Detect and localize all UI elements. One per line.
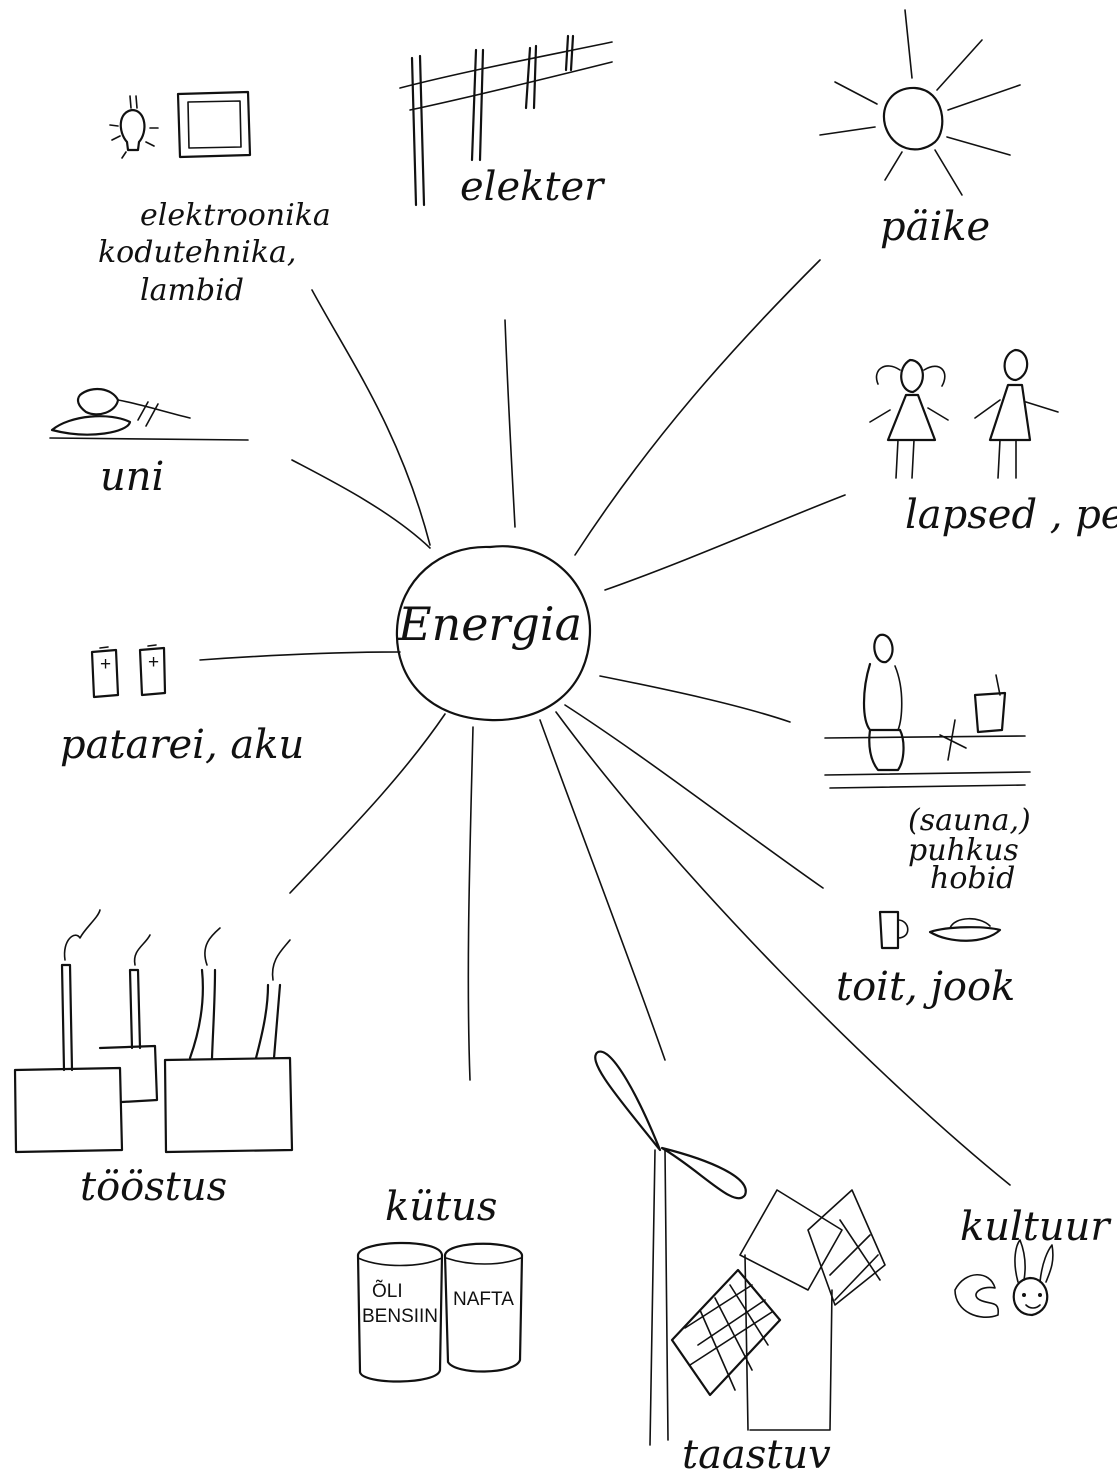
svg-text:+: + [148, 652, 159, 673]
children-illustration [870, 350, 1058, 478]
battery-illustration: + + [92, 645, 165, 697]
node-kutus: kütus [385, 1184, 497, 1230]
canister-label-bensiin: BENSIIN [362, 1306, 438, 1327]
sun-illustration [820, 10, 1020, 195]
factory-illustration [15, 910, 292, 1152]
ray-uni [292, 460, 430, 548]
culture-illustration [955, 1240, 1053, 1317]
ray-sauna [600, 676, 790, 722]
ray-elekter [505, 320, 515, 527]
node-paike: päike [880, 204, 990, 250]
node-elektroonika-line2: kodutehnika, [98, 235, 296, 270]
node-taastuv: taastuv [682, 1432, 831, 1477]
node-elektroonika-line1: elektroonika [140, 198, 331, 233]
node-kultuur: kultuur [960, 1204, 1112, 1250]
sleep-illustration [50, 389, 248, 440]
electronics-illustration [110, 92, 250, 158]
center-node: Energia [397, 546, 590, 720]
fuel-canisters-illustration: ÕLI BENSIIN NAFTA [358, 1243, 522, 1382]
node-elektroonika-line3: lambid [140, 273, 244, 308]
node-uni: uni [100, 454, 164, 500]
ray-kutus [468, 727, 473, 1080]
canister-label-nafta: NAFTA [453, 1289, 514, 1310]
ray-patarei [200, 652, 400, 660]
node-sauna-line3: hobid [930, 861, 1015, 896]
ray-paike [575, 260, 820, 555]
node-toostus: tööstus [80, 1164, 227, 1210]
node-lapsed: lapsed , pere [905, 492, 1117, 538]
ray-taastuv [540, 720, 665, 1060]
ray-toostus [290, 714, 445, 893]
renewables-illustration [595, 1052, 885, 1445]
node-toit: toit, jook [836, 964, 1015, 1010]
node-patarei: patarei, aku [60, 722, 304, 768]
ray-lapsed [605, 495, 845, 590]
ray-elektroonika [312, 290, 430, 545]
rays [200, 260, 1010, 1185]
node-elekter: elekter [460, 164, 606, 210]
svg-text:+: + [100, 654, 111, 675]
food-illustration [880, 912, 1000, 948]
sauna-illustration [825, 635, 1030, 788]
center-label: Energia [397, 597, 582, 651]
ray-toit [565, 705, 823, 888]
canister-label-oli: ÕLI [372, 1280, 403, 1302]
